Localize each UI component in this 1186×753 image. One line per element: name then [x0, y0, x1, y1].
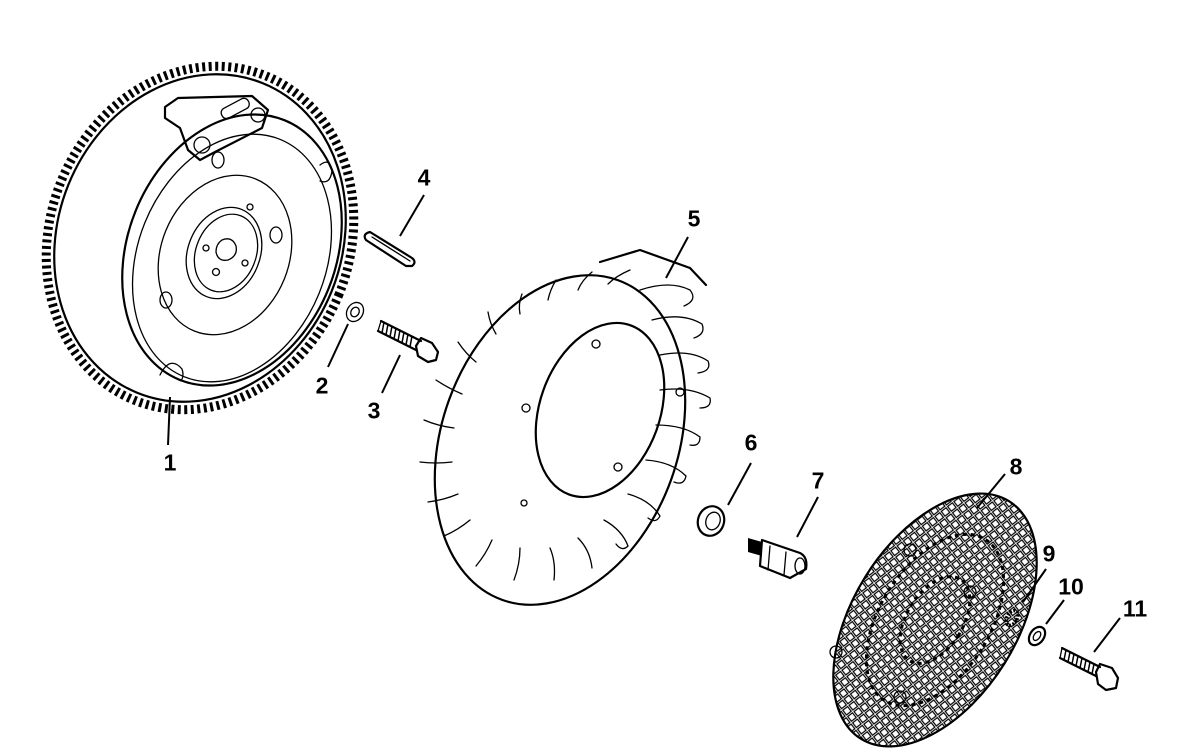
part-6-spacer: [696, 505, 726, 537]
part-label-10: 10: [1058, 573, 1084, 600]
part-label-9: 9: [1042, 540, 1056, 567]
part-1-flywheel: [41, 61, 359, 415]
part-label-3: 3: [367, 397, 381, 424]
part-3-screw: [376, 319, 440, 364]
part-label-7: 7: [811, 467, 825, 494]
part-9-lock-washer: [1004, 608, 1020, 628]
part-label-2: 2: [315, 372, 329, 399]
part-7-stud: [748, 538, 808, 580]
part-5-fan: [419, 248, 711, 606]
part-label-1: 1: [163, 449, 177, 476]
part-11-hex-bolt: [1058, 646, 1120, 692]
part-label-6: 6: [744, 429, 758, 456]
part-10-flat-washer: [1027, 625, 1047, 647]
part-label-4: 4: [417, 164, 431, 191]
leader-lines: [167, 194, 1121, 653]
part-2-washer: [345, 301, 365, 323]
part-label-8: 8: [1009, 453, 1023, 480]
part-4-pin: [363, 230, 416, 268]
part-8-debris-screen: [829, 492, 1038, 748]
part-label-11: 11: [1122, 595, 1148, 622]
part-label-5: 5: [687, 205, 701, 232]
